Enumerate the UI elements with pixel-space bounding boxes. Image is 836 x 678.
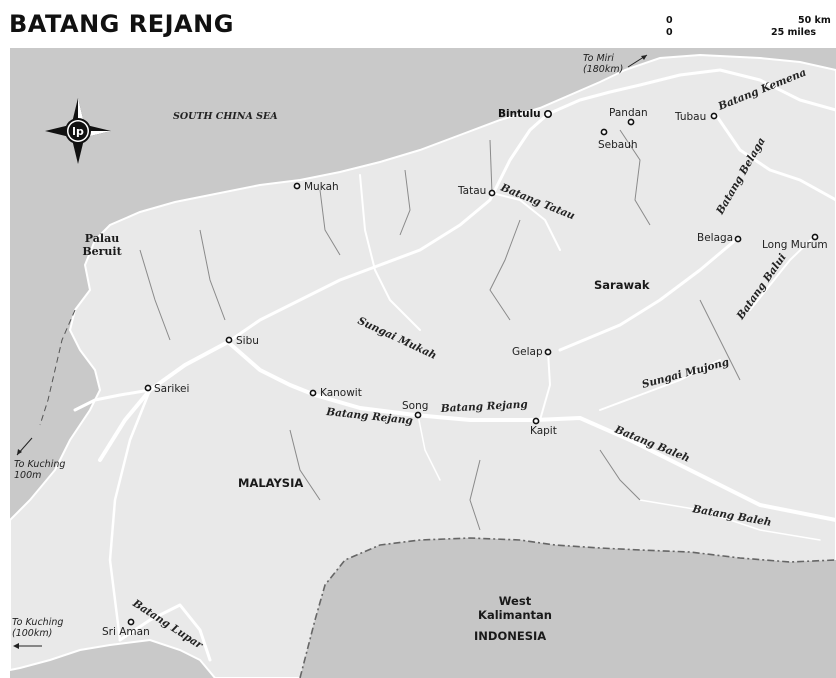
marker-sarikei: [144, 384, 152, 392]
marker-bintulu: [543, 110, 552, 119]
marker-kapit: [532, 417, 540, 425]
river-song-south: [417, 414, 441, 481]
label-to-miri: To Miri (180km): [583, 53, 624, 75]
river-coast-west: [73, 388, 152, 412]
river-rejang-main: [98, 340, 836, 522]
label-gelap: Gelap: [512, 346, 543, 358]
label-tatau: Tatau: [458, 185, 487, 197]
arrow-head-kuching-1: [17, 449, 22, 455]
town-markers: [127, 110, 819, 626]
marker-sibu: [225, 336, 233, 344]
international-border: [299, 537, 836, 678]
marker-song: [414, 411, 422, 419]
land-malaysia: [9, 53, 836, 678]
label-kanowit: Kanowit: [320, 387, 362, 399]
river-tatau: [491, 192, 561, 251]
label-sarikei: Sarikei: [154, 383, 190, 395]
river-network: [73, 68, 836, 662]
marker-sebauh: [600, 128, 608, 136]
label-long-murum: Long Murum: [762, 239, 828, 251]
river-baleh-south: [639, 499, 821, 541]
river-belaga: [558, 236, 740, 352]
marker-gelap: [544, 348, 552, 356]
label-sri-aman: Sri Aman: [102, 626, 150, 638]
label-sarawak: Sarawak: [594, 278, 650, 292]
label-south-china-sea: SOUTH CHINA SEA: [173, 111, 278, 122]
river-sibu-north: [226, 112, 550, 344]
marker-tatau: [488, 189, 496, 197]
scale-zero-bottom: 0: [666, 27, 673, 38]
label-indonesia: INDONESIA: [474, 629, 547, 643]
marker-pandan: [627, 118, 635, 126]
label-malaysia: MALAYSIA: [238, 476, 304, 490]
tributaries: [139, 129, 741, 531]
river-gelap: [539, 351, 551, 421]
marker-belaga: [734, 235, 742, 243]
label-tubau: Tubau: [675, 111, 707, 123]
river-mukah: [359, 174, 421, 331]
scale-zero-top: 0: [666, 15, 673, 26]
label-to-kuching-1: To Kuching 100m: [14, 459, 66, 481]
scale-km-label: 50 km: [798, 15, 831, 26]
river-lupar: [118, 603, 212, 662]
river-tubau: [714, 113, 836, 202]
label-kapit: Kapit: [530, 425, 557, 437]
label-belaga: Belaga: [697, 232, 734, 244]
river-sarikei-south: [108, 388, 152, 642]
label-palau-beruit: Palau Beruit: [82, 232, 122, 259]
label-song: Song: [402, 400, 429, 412]
arrow-head-kuching-2: [13, 643, 19, 649]
marker-tubau: [710, 112, 718, 120]
label-west-kalimantan: West Kalimantan: [478, 594, 552, 623]
sea-route: [39, 309, 76, 426]
label-pandan: Pandan: [609, 107, 648, 119]
river-balui: [749, 235, 816, 311]
marker-mukah: [293, 182, 301, 190]
map-header: [0, 0, 836, 48]
land-indonesia: [300, 538, 836, 678]
marker-sri-aman: [127, 618, 135, 626]
compass-logo-text: lp: [72, 125, 84, 138]
marker-long-murum: [811, 233, 819, 241]
river-bintulu-east: [546, 68, 836, 116]
label-sibu: Sibu: [236, 335, 259, 347]
scale-miles-label: 25 miles: [771, 27, 817, 38]
label-mukah: Mukah: [304, 181, 339, 193]
marker-kanowit: [309, 389, 317, 397]
label-bintulu: Bintulu: [498, 108, 541, 120]
arrow-head-miri: [641, 55, 647, 60]
river-mujong: [599, 359, 721, 411]
label-batang-rejang-east: Batang Rejang: [440, 398, 528, 415]
map-title: BATANG REJANG: [9, 10, 234, 38]
label-to-kuching-2: To Kuching (100km): [12, 617, 64, 639]
label-sebauh: Sebauh: [598, 139, 638, 151]
compass-rose: lp: [45, 98, 111, 164]
